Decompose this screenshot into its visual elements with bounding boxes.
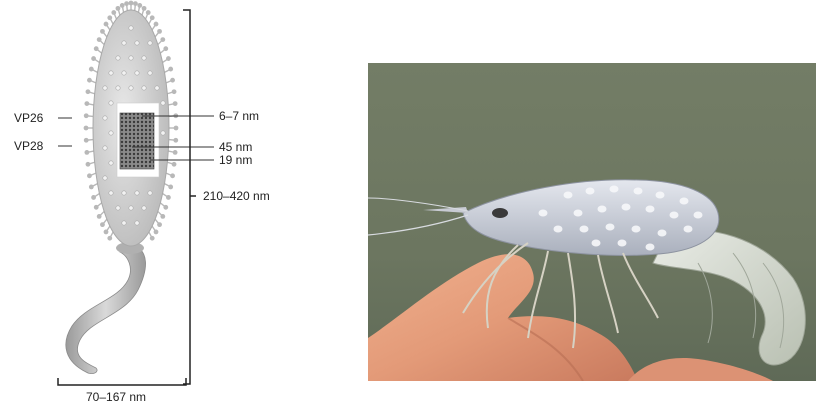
white-spot: [564, 192, 573, 199]
length-bracket: [183, 10, 190, 384]
white-spot: [684, 226, 693, 233]
white-spot: [694, 212, 703, 219]
spike-knob: [173, 101, 178, 106]
white-spot: [646, 206, 655, 213]
spike-knob: [173, 138, 178, 143]
vp28-label: VP28: [14, 139, 43, 153]
spike-knob: [97, 214, 102, 219]
spike-knob: [163, 205, 168, 210]
spike-knob: [160, 214, 165, 219]
dim-6-7-label: 6–7 nm: [219, 109, 259, 123]
white-spot: [656, 192, 665, 199]
spike-knob: [133, 1, 138, 6]
white-spot: [670, 212, 679, 219]
dim-19-label: 19 nm: [219, 153, 252, 167]
length-label: 210–420 nm: [203, 189, 270, 203]
white-spot: [586, 188, 595, 195]
wssv-virion-diagram: VP26 VP28 6–7 nm 45 nm 19 nm 210–420 nm …: [0, 0, 330, 407]
spike-knob: [116, 6, 121, 11]
spike-knob: [84, 126, 89, 131]
spike-knob: [86, 89, 91, 94]
white-spot: [539, 210, 548, 217]
white-spot: [574, 210, 583, 217]
spike-knob: [124, 1, 129, 6]
spike-knob: [174, 126, 179, 131]
spike-knob: [172, 89, 177, 94]
spike-knob: [120, 3, 125, 8]
white-spot: [658, 230, 667, 237]
spike-knob: [91, 195, 96, 200]
spike-knob: [154, 230, 159, 235]
spike-knob: [129, 1, 134, 6]
width-label: 70–167 nm: [86, 390, 146, 404]
white-spot: [632, 226, 641, 233]
spike-knob: [170, 173, 175, 178]
white-spot: [634, 188, 643, 195]
spike-knob: [146, 10, 151, 15]
spike-knob: [157, 29, 162, 34]
spike-knob: [86, 162, 91, 167]
white-spot: [680, 198, 689, 205]
white-spot: [606, 224, 615, 231]
spike-knob: [160, 37, 165, 42]
virion-tail: [66, 245, 146, 374]
spike-knob: [168, 67, 173, 72]
spike-knob: [94, 46, 99, 51]
spike-knob: [166, 195, 171, 200]
spike-knob: [100, 222, 105, 227]
spike-knob: [84, 138, 89, 143]
spike-knob: [104, 230, 109, 235]
white-spot: [592, 240, 601, 247]
spike-knob: [154, 22, 159, 27]
white-spot: [554, 226, 563, 233]
spike-knob: [89, 67, 94, 72]
spike-knob: [168, 185, 173, 190]
spike-knob: [84, 101, 89, 106]
spike-knob: [173, 150, 178, 155]
spike-knob: [150, 236, 155, 241]
spike-knob: [87, 173, 92, 178]
spike-knob: [84, 113, 89, 118]
spike-knob: [150, 15, 155, 20]
spike-knob: [172, 162, 177, 167]
spike-knob: [142, 6, 147, 11]
spike-knob: [91, 56, 96, 61]
spike-knob: [107, 15, 112, 20]
spike-knob: [84, 150, 89, 155]
vp26-label: VP26: [14, 111, 43, 125]
spike-knob: [104, 22, 109, 27]
spike-knob: [87, 78, 92, 83]
nucleocapsid: [120, 113, 154, 169]
shrimp-eye: [492, 208, 508, 218]
spike-knob: [94, 205, 99, 210]
spike-knob: [163, 46, 168, 51]
white-spot: [598, 206, 607, 213]
spike-knob: [166, 56, 171, 61]
white-spot: [618, 240, 627, 247]
white-spot: [610, 186, 619, 193]
spike-knob: [111, 10, 116, 15]
spike-knob: [100, 29, 105, 34]
spike-knob: [137, 3, 142, 8]
width-bracket: [58, 378, 186, 385]
shrimp-photo: [368, 63, 816, 381]
white-spot: [646, 244, 655, 251]
spike-knob: [89, 185, 94, 190]
spike-knob: [157, 222, 162, 227]
white-spot: [580, 226, 589, 233]
white-spot: [622, 204, 631, 211]
virion-illustration: [0, 0, 330, 407]
spike-knob: [107, 236, 112, 241]
spike-knob: [170, 78, 175, 83]
dim-45-label: 45 nm: [219, 140, 252, 154]
shrimp-photo-illustration: [368, 63, 816, 381]
spike-knob: [97, 37, 102, 42]
